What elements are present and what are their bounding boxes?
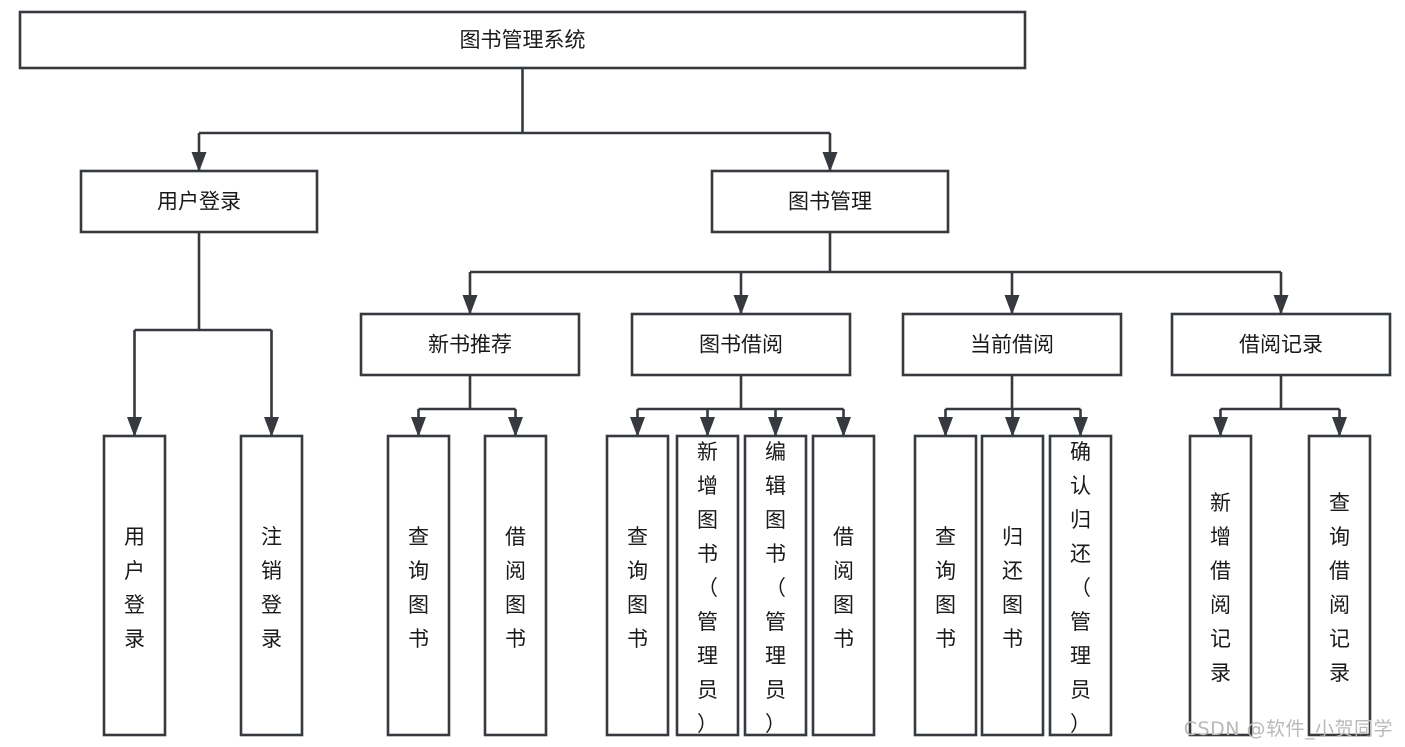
node-leaf-return-book[interactable]: 归还图书 (980, 434, 1045, 737)
node-leaf-query-record-box[interactable] (1307, 434, 1372, 737)
node-leaf-add-record-label: 新增借阅记录 (1210, 491, 1231, 685)
node-leaf-query-book-3-label: 查询图书 (935, 525, 956, 651)
node-root-图书管理系统-box[interactable] (18, 10, 1027, 70)
node-borrow-record[interactable]: 借阅记录 (1170, 312, 1392, 377)
node-leaf-add-book-label: 新增图书（管理员） (697, 440, 718, 736)
current-borrow-to-leaves-arrow-2 (1073, 417, 1088, 437)
node-leaf-add-record-box[interactable] (1188, 434, 1253, 737)
node-root-图书管理系统-label: 图书管理系统 (460, 28, 586, 52)
node-leaf-user-logout-label: 注销登录 (261, 525, 282, 651)
book-borrow-to-leaves-arrow-1 (700, 417, 715, 437)
node-leaf-query-book-1-label: 查询图书 (408, 525, 429, 651)
node-leaf-borrow-book-2[interactable]: 借阅图书 (811, 434, 876, 737)
node-leaf-edit-book-box[interactable] (743, 434, 808, 737)
node-current-borrow-label: 当前借阅 (970, 333, 1054, 357)
node-leaf-return-book-label: 归还图书 (1002, 525, 1023, 651)
node-leaf-edit-book-label: 编辑图书（管理员） (765, 440, 786, 736)
book-borrow-to-leaves-arrow-0 (630, 417, 645, 437)
node-borrow-record-box[interactable] (1170, 312, 1392, 377)
node-user-login-label: 用户登录 (157, 190, 241, 214)
node-leaf-edit-book[interactable]: 编辑图书（管理员） (743, 434, 808, 737)
book-manage-to-level3-arrow-3 (1273, 295, 1289, 315)
current-borrow-to-leaves-arrow-1 (1005, 417, 1020, 437)
node-leaf-query-record-label: 查询借阅记录 (1329, 491, 1350, 685)
edge-layer (127, 68, 1347, 437)
node-leaf-return-book-box[interactable] (980, 434, 1045, 737)
node-leaf-add-record[interactable]: 新增借阅记录 (1188, 434, 1253, 737)
node-leaf-confirm-return-label: 确认归还（管理员） (1070, 440, 1091, 736)
node-current-borrow-box[interactable] (901, 312, 1123, 377)
node-leaf-query-book-3[interactable]: 查询图书 (913, 434, 978, 737)
node-leaf-user-login-box[interactable] (102, 434, 167, 737)
node-leaf-query-book-1-box[interactable] (386, 434, 451, 737)
node-new-book-recommend[interactable]: 新书推荐 (359, 312, 581, 377)
node-leaf-user-login[interactable]: 用户登录 (102, 434, 167, 737)
node-leaf-borrow-book-1-box[interactable] (483, 434, 548, 737)
node-user-login-box[interactable] (79, 169, 319, 234)
current-borrow-to-leaves-arrow-0 (938, 417, 953, 437)
node-leaf-query-book-3-box[interactable] (913, 434, 978, 737)
user-login-to-leaves-arrow-0 (127, 417, 142, 437)
node-leaf-borrow-book-2-label: 借阅图书 (833, 525, 854, 651)
node-current-borrow[interactable]: 当前借阅 (901, 312, 1123, 377)
node-new-book-recommend-box[interactable] (359, 312, 581, 377)
book-borrow-to-leaves-arrow-2 (768, 417, 783, 437)
book-manage-to-level3-arrow-0 (462, 295, 478, 315)
node-root-图书管理系统[interactable]: 图书管理系统 (18, 10, 1027, 70)
node-leaf-query-record[interactable]: 查询借阅记录 (1307, 434, 1372, 737)
node-leaf-add-book[interactable]: 新增图书（管理员） (675, 434, 740, 737)
node-leaf-user-logout[interactable]: 注销登录 (239, 434, 304, 737)
node-leaf-user-login-label: 用户登录 (124, 525, 145, 651)
node-borrow-record-label: 借阅记录 (1239, 333, 1323, 357)
watermark-text: CSDN @软件_小贺同学 (1183, 718, 1393, 740)
book-manage-to-level3-arrow-1 (733, 295, 749, 315)
node-new-book-recommend-label: 新书推荐 (428, 333, 512, 357)
node-user-login[interactable]: 用户登录 (79, 169, 319, 234)
root-to-level2-arrow-0 (191, 152, 207, 172)
node-leaf-borrow-book-1-label: 借阅图书 (505, 525, 526, 651)
node-leaf-query-book-2[interactable]: 查询图书 (605, 434, 670, 737)
node-leaf-query-book-2-label: 查询图书 (627, 525, 648, 651)
node-leaf-query-book-2-box[interactable] (605, 434, 670, 737)
node-leaf-borrow-book-1[interactable]: 借阅图书 (483, 434, 548, 737)
new-book-recommend-to-leaves-arrow-1 (508, 417, 523, 437)
node-layer: 图书管理系统用户登录图书管理新书推荐图书借阅当前借阅借阅记录用户登录注销登录查询… (18, 10, 1392, 737)
new-book-recommend-to-leaves-arrow-0 (411, 417, 426, 437)
node-leaf-borrow-book-2-box[interactable] (811, 434, 876, 737)
node-book-borrow-label: 图书借阅 (699, 333, 783, 357)
node-book-manage-label: 图书管理 (788, 190, 872, 214)
root-to-level2-arrow-1 (822, 152, 838, 172)
user-login-to-leaves-arrow-1 (264, 417, 279, 437)
book-borrow-to-leaves-arrow-3 (836, 417, 851, 437)
borrow-record-to-leaves-arrow-0 (1213, 417, 1228, 437)
node-book-manage[interactable]: 图书管理 (710, 169, 950, 234)
book-manage-to-level3-arrow-2 (1004, 295, 1020, 315)
node-leaf-confirm-return[interactable]: 确认归还（管理员） (1048, 434, 1113, 737)
node-book-borrow[interactable]: 图书借阅 (630, 312, 852, 377)
node-leaf-add-book-box[interactable] (675, 434, 740, 737)
node-leaf-confirm-return-box[interactable] (1048, 434, 1113, 737)
borrow-record-to-leaves-arrow-1 (1332, 417, 1347, 437)
node-leaf-user-logout-box[interactable] (239, 434, 304, 737)
node-book-manage-box[interactable] (710, 169, 950, 234)
node-book-borrow-box[interactable] (630, 312, 852, 377)
node-leaf-query-book-1[interactable]: 查询图书 (386, 434, 451, 737)
